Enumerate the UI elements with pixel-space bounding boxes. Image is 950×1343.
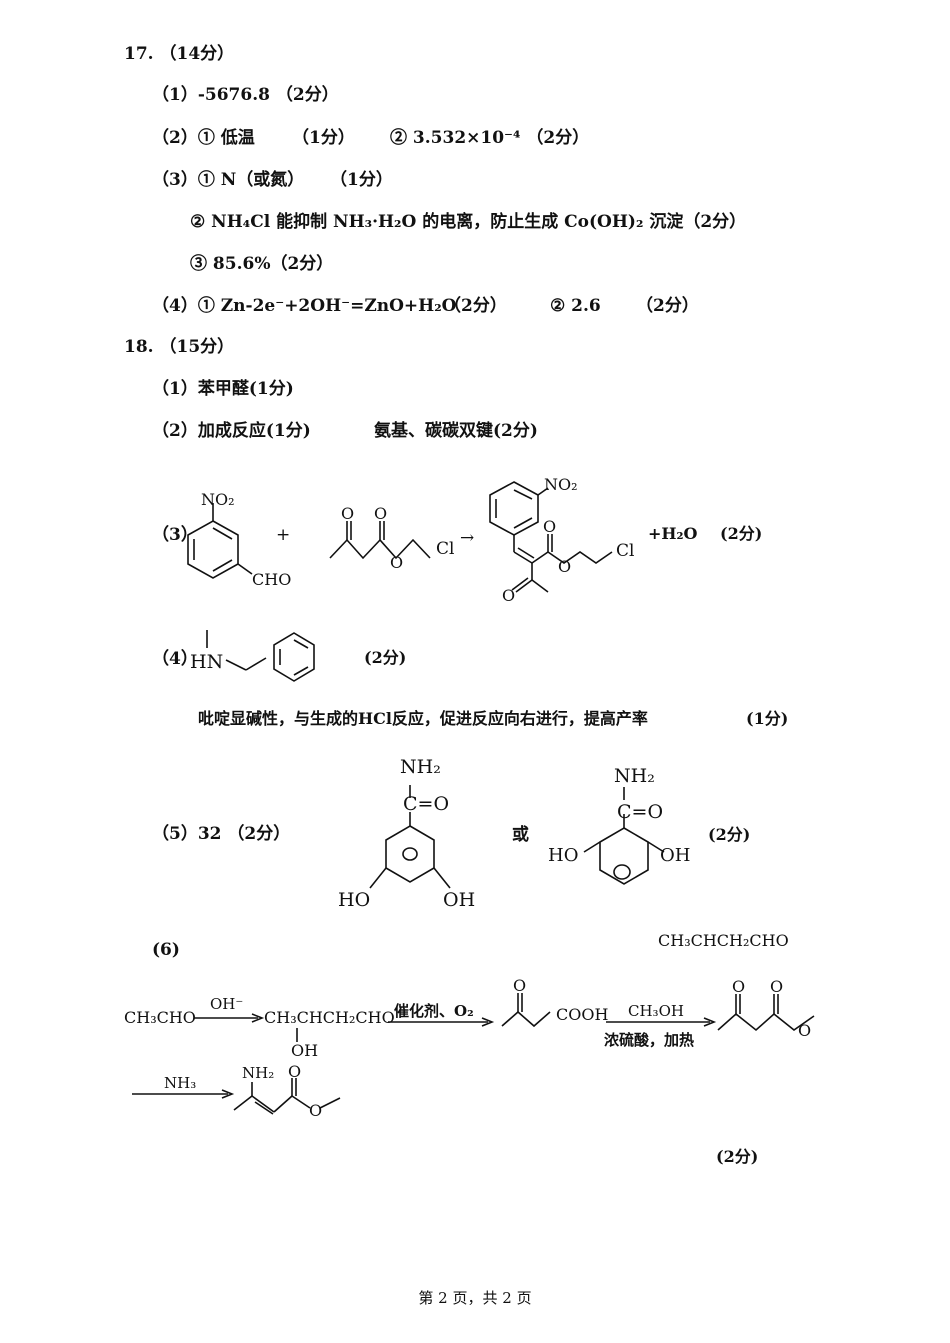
q17-part3-c: ③ 85.6%（2分） [190,254,334,274]
side-product: CH₃CHCH₂CHO [658,931,789,950]
q17-part2-b: ② 3.532×10⁻⁴ （2分） [390,128,590,148]
step3-reagent-top: CH₃OH [628,1002,684,1020]
q17-part4-b: ② 2.6 [550,296,601,316]
q18-part2-a: （2）加成反应(1分) [152,421,311,441]
acid-cooh: COOH [556,1005,608,1024]
q17-heading: 17. （14分） [124,44,235,64]
part4-label: （4） [152,648,198,669]
q17-part3-a: （3）① N（或氮） [152,170,305,190]
product-nitro-label: NO₂ [544,475,578,494]
product-chloro-label: Cl [616,541,634,561]
acetaldehyde: CH₃CHO [124,1008,196,1027]
q17-part2-a: （2）① 低温 [152,128,255,148]
q18-part1: （1）苯甲醛(1分) [152,379,294,399]
chloroethyl-acetoacetate-structure [329,521,431,560]
part4-note: 吡啶显碱性，与生成的HCl反应，促进反应向右进行，提高产率 [198,709,648,728]
step3-reagent-bottom: 浓硫酸，加热 [604,1031,694,1049]
ether-o-label: O [390,553,403,572]
ester-keto-o: O [732,977,745,996]
product-ester-o-label: O [543,517,556,536]
part6-label: (6) [152,940,180,960]
part5-label: （5）32 （2分） [152,823,290,844]
dihydroxybenzamide-ortho-structure [583,787,665,885]
amide1-co: C=O [403,793,449,815]
q17-part3-b: ② NH₄Cl 能抑制 NH₃·H₂O 的电离，防止生成 Co(OH)₂ 沉淀（… [190,212,747,232]
q17-part3-score: （1分） [330,170,393,190]
water-label: +H₂O [648,524,698,543]
ester-ether-o: O [798,1021,811,1040]
q17-part1: （1）-5676.8 （2分） [152,85,339,105]
part4-note-score: (1分) [746,709,788,728]
ester-carbonyl-o: O [770,977,783,996]
nitrobenzaldehyde-structure [187,503,253,579]
chloro-label: Cl [436,539,454,559]
keto-o-label: O [341,504,354,523]
dihydroxybenzamide-meta-structure [369,785,451,889]
amide1-ho: HO [338,889,370,911]
reaction-arrow: → [460,528,474,548]
product-keto-o-label: O [502,586,515,605]
q18-part2-b: 氨基、碳碳双键(2分) [374,421,538,441]
step1-reagent: OH⁻ [210,995,243,1013]
q17-part4-a: （4）① Zn-2e⁻+2OH⁻=ZnO+H₂O [152,296,457,316]
part5-score: (2分) [708,825,750,844]
part3-score: (2分) [720,524,762,543]
ester-o-label: O [374,504,387,523]
amide1-oh: OH [443,889,475,911]
step2-reagent: 催化剂、O₂ [394,1002,474,1020]
q18-heading: 18. （15分） [124,337,235,357]
page-footer: 第 2 页，共 2 页 [418,1289,532,1307]
amide2-ho: HO [548,845,578,866]
step4-reagent: NH₃ [164,1074,196,1092]
aldol-product: CH₃CHCH₂CHO [264,1008,395,1027]
acid-keto-o: O [513,976,526,995]
part4-score: (2分) [364,648,406,667]
enamine-carbonyl-o: O [288,1062,301,1081]
plus-sign: + [276,525,290,545]
q17-part4-score1: （2分） [444,296,507,316]
benzylamine-structure [206,630,315,682]
q18-part3-label: （3） [152,525,198,545]
q17-part4-score2: （2分） [636,296,699,316]
enamine-nh2: NH₂ [242,1064,274,1082]
or-label: 或 [512,824,529,845]
product-structure [489,481,613,593]
aldehyde-label: CHO [252,570,291,589]
amide2-nh2: NH₂ [614,765,655,787]
product-ether-o-label: O [558,557,571,576]
part6-score: (2分) [716,1147,758,1166]
nitro-label: NO₂ [201,490,235,509]
aldol-oh: OH [291,1041,318,1060]
synthesis-route [132,993,815,1115]
amide1-nh2: NH₂ [400,756,441,778]
q17-part2-score: （1分） [292,128,355,148]
enamine-ether-o: O [309,1101,322,1120]
hn-label: HN [190,651,223,673]
amide2-co: C=O [617,801,663,823]
amide2-oh: OH [660,845,690,866]
